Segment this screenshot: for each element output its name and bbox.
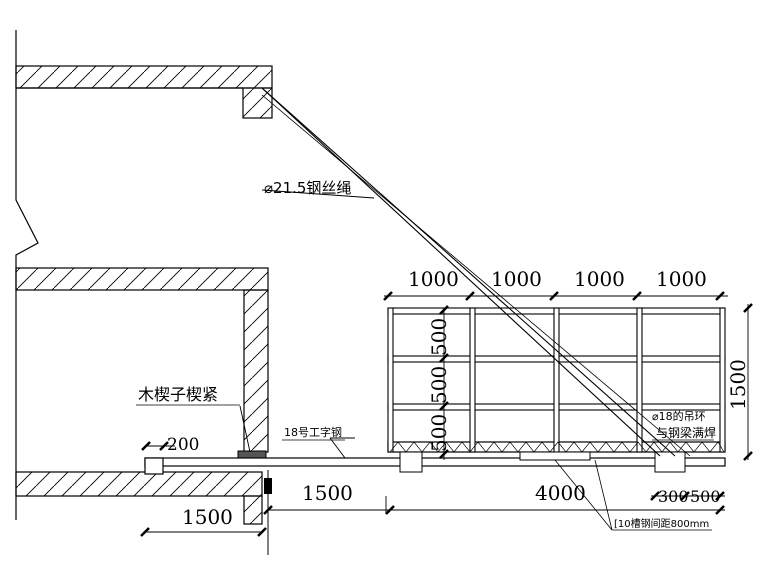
- dim-top-2: 1000: [491, 267, 542, 291]
- dim-top-3: 1000: [574, 267, 625, 291]
- middle-slab: [15, 267, 269, 453]
- dim-left-500-mid: 500: [427, 366, 451, 404]
- dim-right-300: 300: [658, 487, 689, 506]
- lifting-ring-label-1: ⌀18的吊环: [652, 409, 706, 423]
- dim-right-500: 500: [690, 487, 721, 506]
- dimension-lines: [136, 291, 753, 537]
- channel-steel-label: [10槽钢间距800mm: [614, 517, 709, 530]
- dim-mid-1500: 1500: [302, 481, 353, 505]
- dim-200: 200: [167, 435, 199, 455]
- dim-left-500-bot: 500: [427, 414, 451, 452]
- dim-mid-4000: 4000: [535, 481, 586, 505]
- wire-rope: [261, 87, 691, 457]
- i-beam: [144, 437, 726, 475]
- wire-rope-label: ⌀21.5钢丝绳: [264, 179, 351, 197]
- break-line: [15, 30, 39, 520]
- wood-wedge-label: 木楔子楔紧: [138, 385, 218, 404]
- i-beam-label: 18号工字钢: [284, 425, 342, 439]
- dim-top-1: 1000: [408, 267, 459, 291]
- dim-left-500-top: 500: [427, 318, 451, 356]
- platform-frame: [387, 307, 726, 473]
- lower-slab: [15, 470, 272, 555]
- dim-top-4: 1000: [656, 267, 707, 291]
- upper-slab: [15, 65, 273, 119]
- lifting-ring-label-2: 与钢梁满焊: [656, 425, 716, 440]
- dim-bottom-1500: 1500: [182, 505, 233, 529]
- dim-right-height: 1500: [726, 359, 750, 410]
